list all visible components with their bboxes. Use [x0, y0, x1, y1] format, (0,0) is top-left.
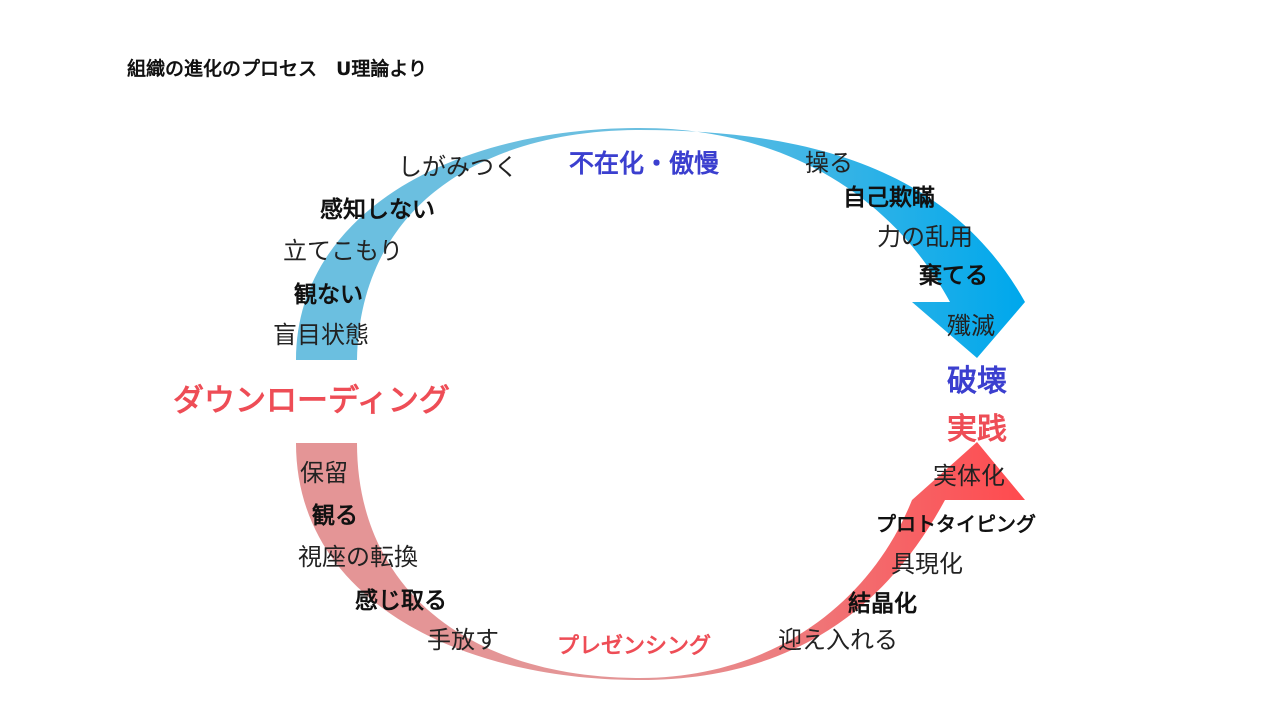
label-enacting: 具現化 — [891, 550, 963, 578]
bottom-arrow-arc — [296, 442, 1025, 680]
label-absencing: 不在化・傲慢 — [569, 149, 720, 178]
label-crystallizing: 結晶化 — [848, 591, 917, 617]
label-not-seeing: 観ない — [294, 282, 363, 308]
label-embodying: 実体化 — [933, 462, 1005, 490]
label-practice: 実践 — [947, 412, 1007, 447]
label-clinging: しがみつく — [398, 153, 518, 181]
label-redirecting: 視座の転換 — [298, 543, 418, 571]
label-downloading: ダウンローディング — [173, 383, 450, 419]
diagram-title: 組織の進化のプロセス U理論より — [127, 58, 428, 80]
label-discarding: 棄てる — [919, 263, 988, 289]
label-seeing: 観る — [312, 503, 358, 529]
label-blind-state: 盲目状態 — [273, 321, 369, 349]
label-abuse-of-power: 力の乱用 — [877, 223, 973, 251]
label-destruction: 破壊 — [947, 364, 1007, 399]
label-letting-go: 手放す — [427, 626, 499, 654]
label-not-sensing: 感知しない — [320, 197, 435, 223]
label-sensing: 感じ取る — [355, 588, 447, 614]
label-prototyping: プロトタイピング — [876, 512, 1036, 536]
label-self-deception: 自己欺瞞 — [843, 185, 935, 211]
label-presencing: プレゼンシング — [557, 634, 712, 659]
label-annihilation: 殲滅 — [947, 312, 995, 340]
label-suspending: 保留 — [300, 459, 348, 487]
label-entrenchment: 立てこもり — [283, 237, 403, 265]
label-manipulating: 操る — [805, 149, 853, 177]
label-welcoming: 迎え入れる — [778, 626, 898, 654]
